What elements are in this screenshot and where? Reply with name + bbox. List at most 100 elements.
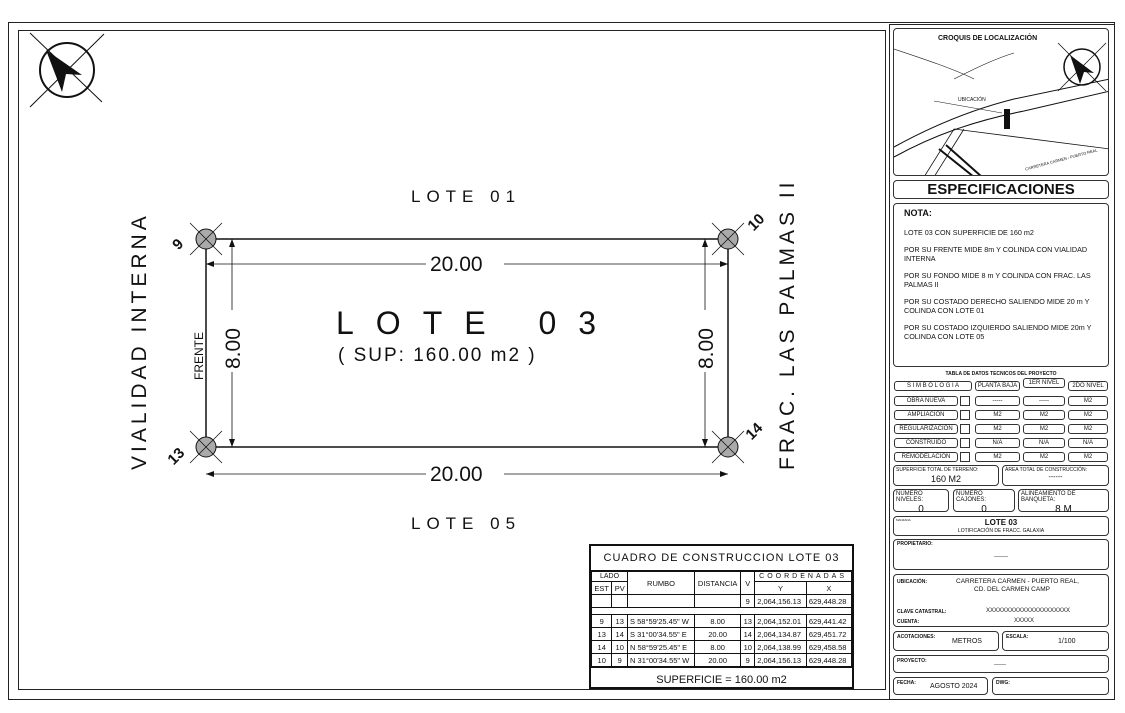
- propietario-label: PROPIETARIO:: [897, 541, 933, 547]
- table-cell: 9: [740, 653, 756, 667]
- proyecto-box: PROYECTO: ------: [893, 655, 1109, 673]
- table-row: [591, 607, 852, 615]
- cell: M2: [975, 410, 1020, 420]
- lote-box-title: LOTE 03: [984, 518, 1018, 527]
- nota-item: POR SU COSTADO IZQUIERDO SALIENDO MIDE 2…: [904, 323, 1092, 341]
- lote-05-label: LOTE 05: [411, 514, 522, 533]
- frac-las-palmas-label: FRAC. LAS PALMAS II: [776, 178, 799, 470]
- vertex-marker-13: [189, 430, 223, 464]
- niveles-value: 0: [918, 504, 924, 515]
- cajones-box: NÚMERO CAJONES: 0: [953, 489, 1015, 515]
- sup-terreno-value: 160 M2: [930, 474, 962, 484]
- segundo-nivel-header: 2DO NIVEL: [1068, 381, 1108, 391]
- checkbox[interactable]: [960, 410, 970, 420]
- croquis-box: CROQUIS DE LOCALIZACIÓN UBICACIÓN CARRET…: [893, 28, 1109, 176]
- fecha-box: FECHA: AGOSTO 2024: [893, 677, 988, 695]
- planta-baja-header: PLANTA BAJA: [975, 381, 1020, 391]
- table-cell: 629,441.42: [805, 614, 853, 628]
- acotaciones-box: ACOTACIONES: METROS: [893, 631, 999, 651]
- drawing-area-border: [18, 30, 886, 690]
- propietario-box: PROPIETARIO: -------: [893, 539, 1109, 570]
- escala-box: ESCALA: 1/100: [1002, 631, 1109, 651]
- fecha-value: AGOSTO 2024: [930, 683, 978, 690]
- acotaciones-value: METROS: [952, 638, 982, 645]
- area-construccion-box: ÁREA TOTAL DE CONSTRUCCIÓN: ------: [1002, 465, 1109, 486]
- table-cell: 8.00: [693, 640, 742, 654]
- table-cell: 10: [611, 640, 629, 654]
- sup-terreno-label: SUPERFICIE TOTAL DE TERRENO:: [896, 467, 979, 473]
- escala-value: 1/100: [1058, 638, 1076, 645]
- site-plan-drawing: [29, 32, 745, 477]
- cell: N/A: [1023, 438, 1065, 448]
- alineamiento-label: ALINEAMIENTO DE BANQUETA:: [1021, 491, 1076, 503]
- cell: M2: [1023, 410, 1065, 420]
- ubicacion-tag: UBICACIÓN: [958, 97, 986, 103]
- table-row: 10 9 N 31°00'34.55" W 20.00 9 2,064,156.…: [590, 653, 853, 667]
- area-construccion-label: ÁREA TOTAL DE CONSTRUCCIÓN:: [1005, 467, 1088, 473]
- vertex-marker-10: [711, 222, 745, 256]
- clave-label: CLAVE CATASTRAL:: [897, 609, 947, 615]
- frente-label: FRENTE: [192, 332, 206, 380]
- area-construccion-value: ------: [1048, 474, 1063, 481]
- cell: N/A: [975, 438, 1020, 448]
- vertex-marker-14: [711, 430, 745, 464]
- checkbox[interactable]: [960, 438, 970, 448]
- checkbox[interactable]: [960, 452, 970, 462]
- cell: M2: [1068, 452, 1108, 462]
- table-cell: 2,064,156.13: [754, 653, 807, 667]
- nota-box: NOTA: LOTE 03 CON SUPERFICIE DE 160 m2 P…: [893, 203, 1109, 367]
- table-cell: 9: [590, 614, 613, 628]
- nota-item: POR SU FONDO MIDE 8 m Y COLINDA CON FRAC…: [904, 271, 1091, 289]
- dim-left: 8.00: [222, 328, 245, 369]
- cajones-label: NÚMERO CAJONES:: [956, 491, 987, 503]
- cuadro-table: LADO RUMBO DISTANCIA V COORDENADAS EST P…: [590, 571, 853, 667]
- checkbox[interactable]: [960, 396, 970, 406]
- niveles-label: NÚMERO NIVELES:: [896, 491, 924, 503]
- table-cell: 13: [740, 614, 756, 628]
- pv-header: PV: [611, 581, 629, 595]
- row-label: AMPLIACIÓN: [894, 410, 958, 420]
- cell: M2: [975, 424, 1020, 434]
- proyecto-label: PROYECTO:: [897, 658, 927, 664]
- table-cell: 20.00: [693, 653, 742, 667]
- simbologia-header: S I M B O L O G I A: [894, 381, 972, 391]
- dim-top: 20.00: [430, 253, 483, 276]
- cuadro-title: CUADRO DE CONSTRUCCION LOTE 03: [591, 546, 852, 571]
- table-cell: 10: [590, 653, 613, 667]
- table-cell: N 58°59'25.45" E: [627, 640, 695, 654]
- nota-item: LOTE 03 CON SUPERFICIE DE 160 m2: [904, 228, 1034, 237]
- lote-03-label: LOTE 03: [336, 305, 619, 341]
- rumbo-header: RUMBO: [627, 571, 695, 595]
- coordenadas-header: COORDENADAS: [754, 571, 852, 582]
- table-cell: S 31°00'34.55" E: [627, 627, 695, 641]
- alineamiento-value: 8 M: [1055, 504, 1072, 515]
- vertex-marker-9: [189, 222, 223, 256]
- table-cell: N 31°00'34.55" W: [627, 653, 695, 667]
- cell: M2: [1068, 410, 1108, 420]
- cuenta-label: CUENTA:: [897, 619, 920, 625]
- ubicacion-value-1: CARRETERA CARMEN - PUERTO REAL,: [956, 578, 1079, 585]
- row-label: REMODELACIÓN: [894, 452, 958, 462]
- escala-label: ESCALA:: [1006, 634, 1029, 640]
- dwg-label: DWG:: [996, 680, 1010, 686]
- table-cell: 2,064,152.01: [754, 614, 807, 628]
- est-header: EST: [590, 581, 613, 595]
- table-row: 9 13 S 58°59'25.45" W 8.00 13 2,064,152.…: [590, 614, 853, 628]
- alineamiento-box: ALINEAMIENTO DE BANQUETA: 8 M: [1018, 489, 1109, 515]
- checkbox[interactable]: [960, 424, 970, 434]
- table-cell: 2,064,134.87: [754, 627, 807, 641]
- cell: M2: [1023, 424, 1065, 434]
- table-cell: 629,448.28: [805, 594, 853, 608]
- table-cell: 8.00: [693, 614, 742, 628]
- cell: M2: [1068, 396, 1108, 406]
- table-cell: 14: [611, 627, 629, 641]
- vialidad-interna-label: VIALIDAD INTERNA: [128, 212, 151, 470]
- lot-boundary: [205, 238, 729, 448]
- table-row: 14 10 N 58°59'25.45" E 8.00 10 2,064,138…: [590, 640, 853, 654]
- especificaciones-header: ESPECIFICACIONES: [893, 180, 1109, 199]
- row-label: REGULARIZACIÓN: [894, 424, 958, 434]
- propietario-value: -------: [994, 554, 1008, 560]
- table-cell: 2,064,156.13: [754, 594, 807, 608]
- lote-box-subtitle: LOTIFICACIÓN DE FRACC. GALAXIA: [957, 528, 1045, 534]
- title-block-border: [889, 24, 1115, 700]
